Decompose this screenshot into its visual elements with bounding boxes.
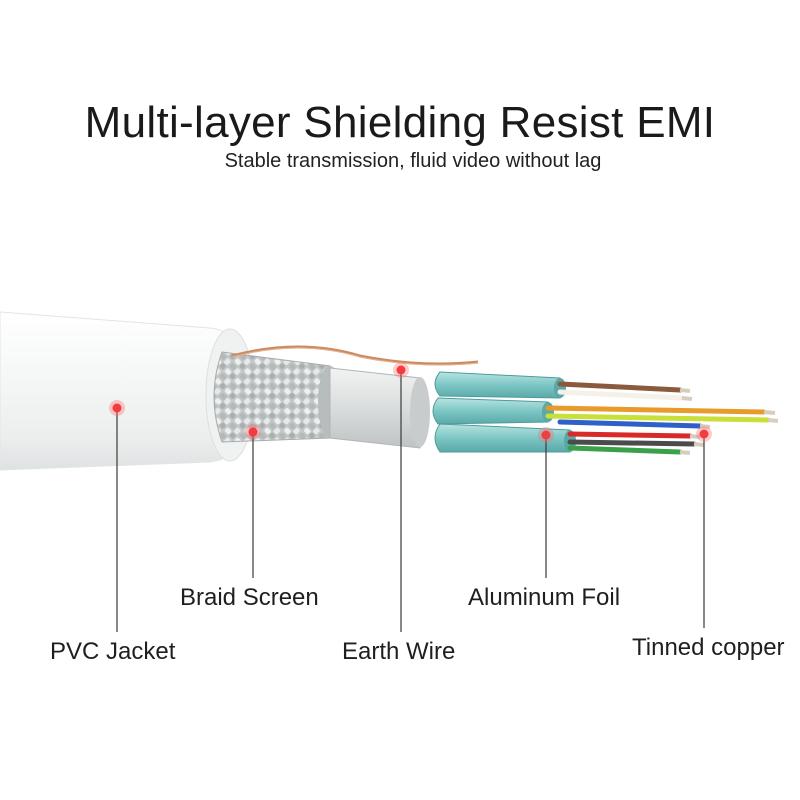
label-earth-wire: Earth Wire <box>342 638 456 665</box>
marker-tinned-copper <box>699 429 709 439</box>
marker-aluminum-foil <box>541 430 551 440</box>
braid-screen <box>213 351 331 443</box>
tinned-copper-tips <box>679 388 779 455</box>
aluminum-foil-pairs <box>432 371 576 453</box>
marker-braid-screen <box>248 427 258 437</box>
label-tinned-copper: Tinned copper <box>632 634 785 661</box>
marker-earth-wire <box>396 365 406 375</box>
inner-shield <box>329 367 421 449</box>
earth-wire <box>231 345 479 366</box>
label-aluminum-foil: Aluminum Foil <box>468 584 621 611</box>
colored-conductors <box>545 381 771 455</box>
label-pvc-jacket: PVC Jacket <box>50 638 176 665</box>
label-braid-screen: Braid Screen <box>180 584 319 611</box>
page-subtitle: Stable transmission, fluid video without… <box>224 150 602 172</box>
marker-pvc-jacket <box>112 403 122 413</box>
page-title: Multi-layer Shielding Resist EMI <box>84 98 716 147</box>
